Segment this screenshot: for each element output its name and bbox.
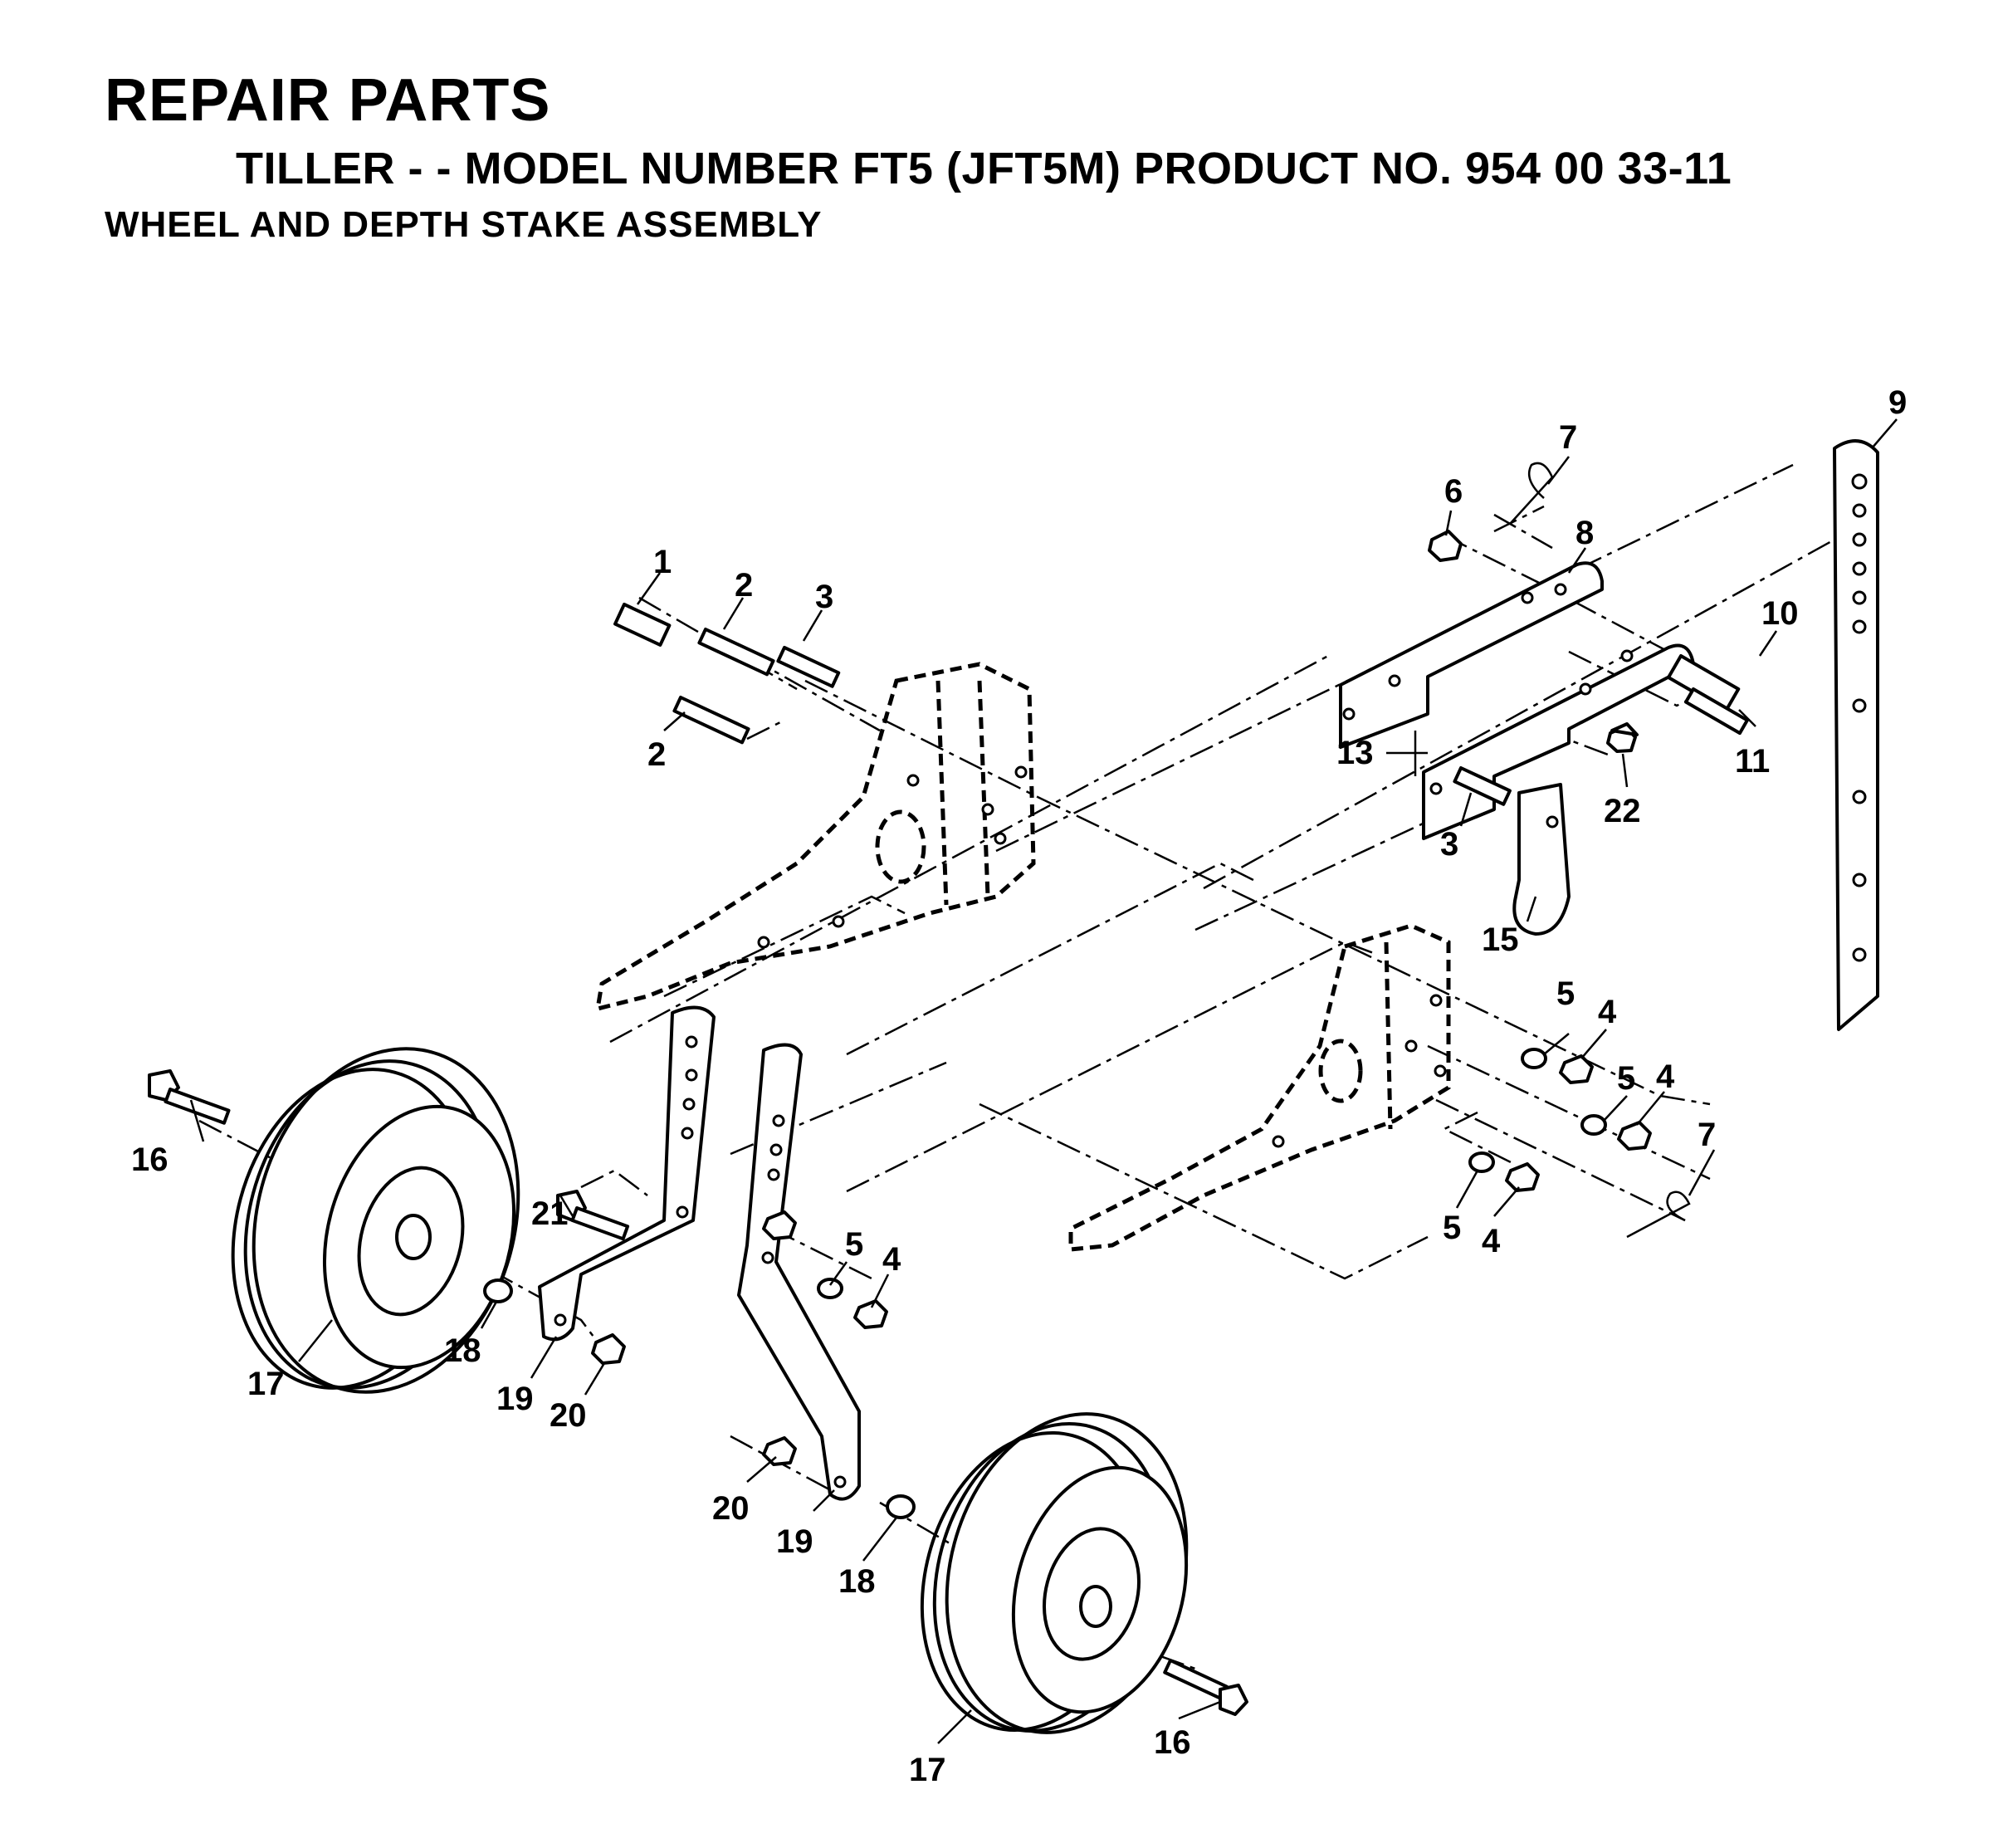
- stake-lever: [1512, 783, 1571, 936]
- callout-4-left: 4: [882, 1241, 901, 1278]
- callout-18-right: 18: [838, 1563, 876, 1600]
- callout-4-r1: 4: [1598, 994, 1617, 1030]
- callout-3-top: 3: [815, 579, 833, 615]
- callout-4-r3: 4: [1482, 1223, 1501, 1259]
- callout-16-right: 16: [1154, 1724, 1191, 1761]
- callout-5-r3: 5: [1443, 1210, 1461, 1246]
- left-frame-outline: [594, 662, 1036, 1012]
- wheel-bracket-left: [538, 1005, 716, 1342]
- right-frame-outline: [1068, 923, 1451, 1252]
- callout-22: 22: [1604, 793, 1641, 829]
- callout-9: 9: [1888, 384, 1907, 421]
- hardware-right: [1468, 722, 1691, 1239]
- callout-11: 11: [1735, 743, 1770, 780]
- model-line: TILLER - - MODEL NUMBER FT5 (JFT5M) PROD…: [236, 144, 1732, 193]
- callout-3-right: 3: [1440, 826, 1458, 863]
- callout-7-right: 7: [1698, 1117, 1716, 1153]
- assembly-axis-lines: [198, 463, 1835, 1670]
- callout-5-r1: 5: [1556, 975, 1575, 1012]
- callout-19-right: 19: [776, 1523, 813, 1560]
- wheel-left: [148, 1047, 888, 1394]
- callout-labels: 1 2 3 2 6 7 8 9 10 11 13 22 3 15 5 4 5 4…: [131, 384, 1907, 1788]
- depth-stake: [1833, 439, 1879, 1031]
- assembly-title: WHEEL AND DEPTH STAKE ASSEMBLY: [105, 204, 823, 245]
- wheel-right: [762, 1412, 1248, 1734]
- callout-16-left: 16: [131, 1142, 169, 1178]
- callout-8: 8: [1575, 515, 1594, 551]
- callout-5-left: 5: [845, 1226, 863, 1263]
- page-title: REPAIR PARTS: [105, 67, 551, 134]
- callout-19-left: 19: [496, 1381, 534, 1417]
- callout-17-right: 17: [909, 1752, 946, 1788]
- callout-leaders: [189, 418, 1898, 1744]
- callout-6: 6: [1444, 473, 1463, 510]
- callout-4-r2: 4: [1656, 1058, 1675, 1095]
- wheel-bracket-right: [737, 1043, 861, 1501]
- callout-15: 15: [1482, 922, 1519, 958]
- callout-5-r2: 5: [1617, 1060, 1635, 1097]
- callout-10: 10: [1761, 595, 1799, 632]
- callout-2-top: 2: [735, 567, 753, 604]
- callout-13: 13: [1336, 735, 1374, 771]
- callout-20-right: 20: [712, 1490, 750, 1527]
- callout-17-left: 17: [247, 1366, 285, 1402]
- callout-2-lower: 2: [647, 736, 666, 773]
- callout-1: 1: [653, 544, 672, 580]
- callout-18-left: 18: [444, 1332, 481, 1369]
- callout-7-top: 7: [1559, 419, 1577, 456]
- callout-21: 21: [531, 1195, 569, 1232]
- callout-20-left: 20: [550, 1397, 587, 1434]
